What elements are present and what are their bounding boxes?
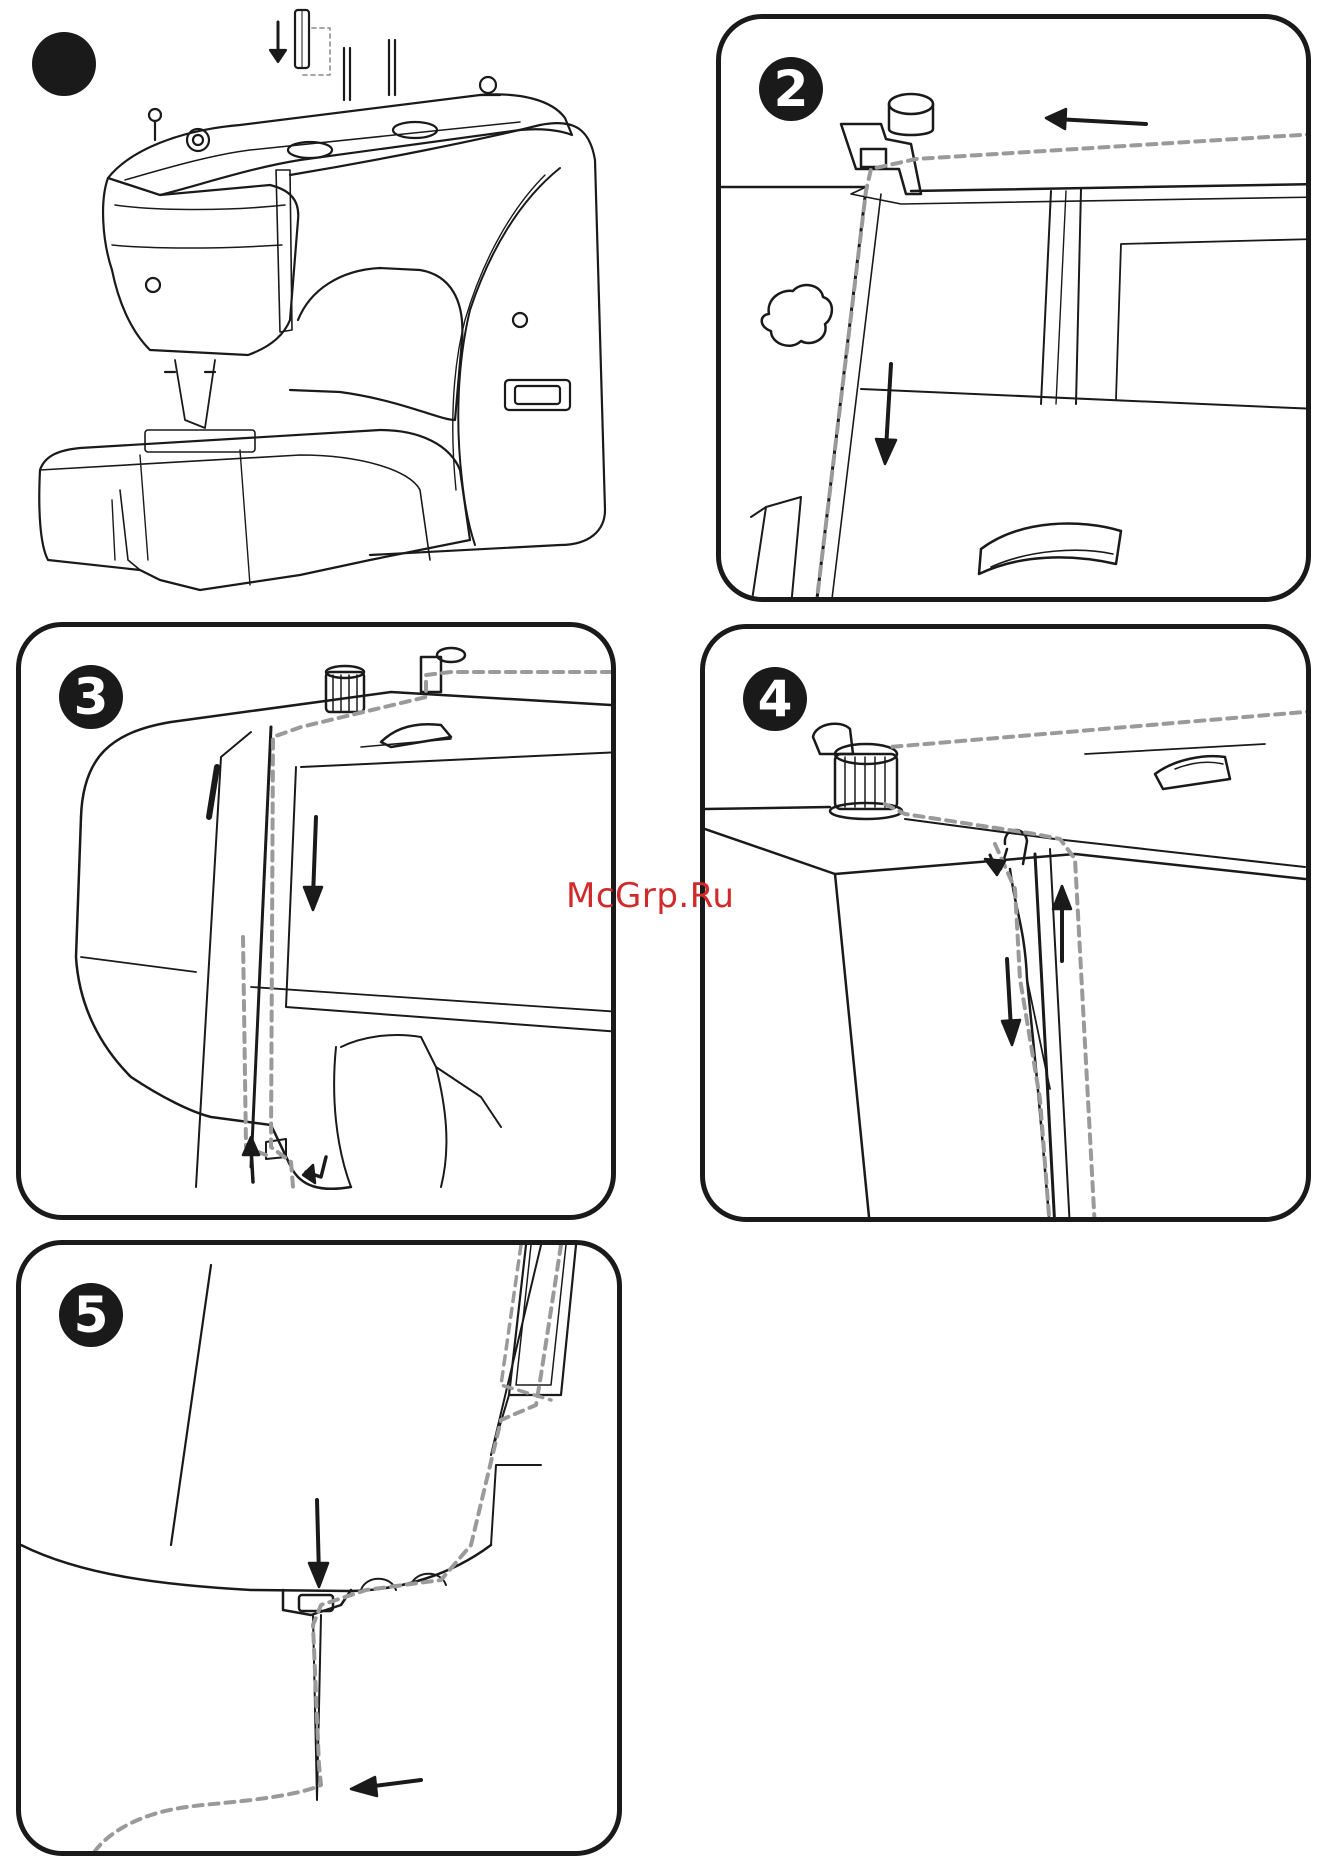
watermark-text: McGrp.Ru: [566, 876, 735, 916]
step-5-drawing: [21, 1245, 578, 1851]
step-2-panel: 2: [716, 14, 1311, 602]
step-3-drawing: [74, 646, 611, 1191]
step-4-badge: 4: [743, 667, 807, 731]
step-4-panel: 4: [700, 624, 1311, 1222]
step-4-drawing: [705, 709, 1306, 1217]
step-5-badge: 5: [59, 1283, 123, 1347]
step-3-badge: 3: [59, 665, 123, 729]
step-3-panel: 3: [16, 622, 616, 1220]
step-5-panel: 5: [16, 1240, 622, 1856]
step-1-overview-illustration: [0, 0, 640, 610]
step-2-badge: 2: [759, 57, 823, 121]
step-2-drawing: [721, 92, 1306, 597]
sewing-machine-drawing: [38, 8, 607, 592]
step-1-badge: [32, 32, 96, 96]
